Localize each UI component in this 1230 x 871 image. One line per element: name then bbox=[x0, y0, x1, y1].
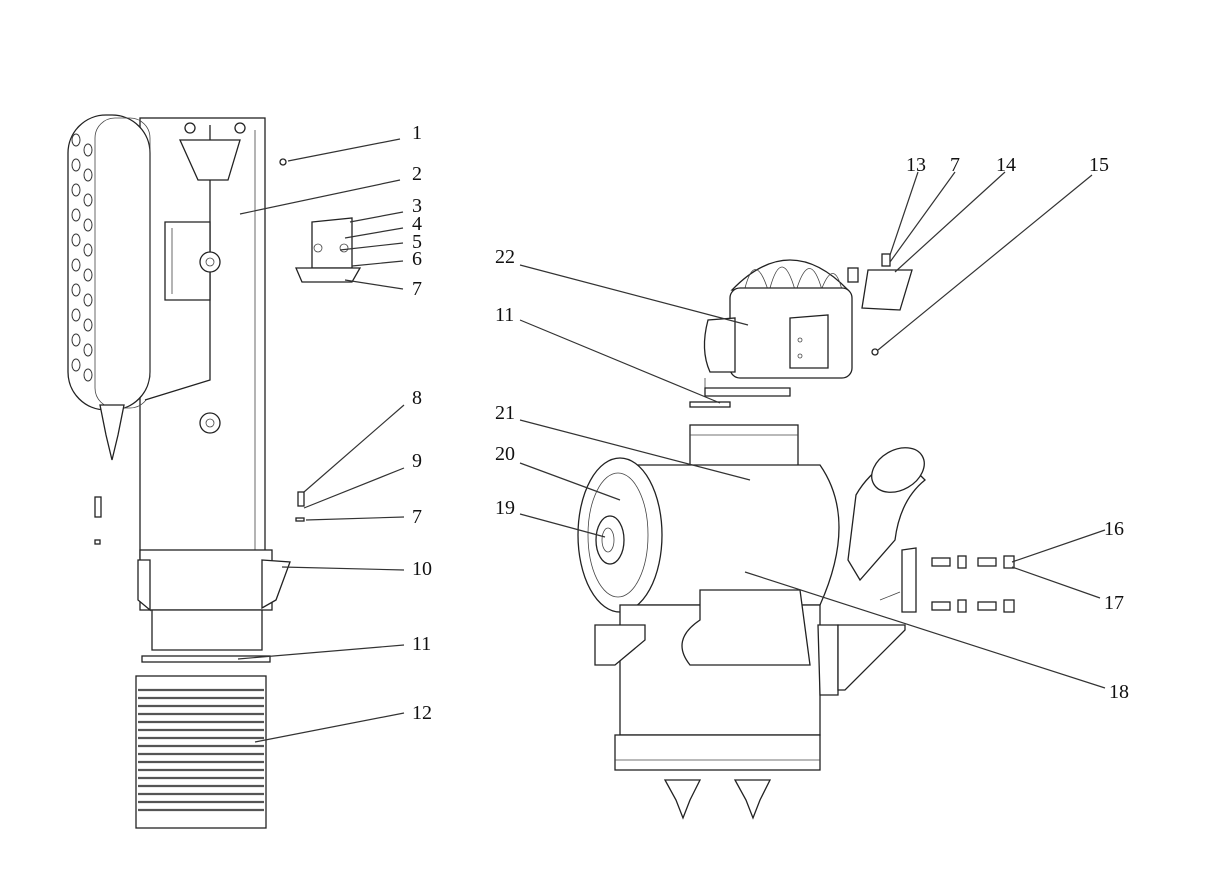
gasket-11-right bbox=[689, 401, 731, 408]
callout-22: 22 bbox=[495, 246, 515, 268]
callout-4: 4 bbox=[412, 213, 422, 235]
bolt-row-lower bbox=[931, 599, 1015, 613]
top-bracket bbox=[178, 139, 241, 181]
washer-7 bbox=[295, 517, 305, 522]
callout-13: 13 bbox=[906, 154, 926, 176]
bolt-8 bbox=[297, 491, 305, 507]
callout-5: 5 bbox=[412, 231, 422, 253]
cover-knob bbox=[595, 515, 625, 565]
callout-10: 10 bbox=[412, 558, 432, 580]
right-assembly bbox=[577, 253, 1015, 820]
callout-18: 18 bbox=[1109, 681, 1129, 703]
drain-valve-right bbox=[733, 779, 772, 820]
callout-11-b: 11 bbox=[495, 304, 514, 326]
callout-3: 3 bbox=[412, 195, 422, 217]
loose-washer bbox=[94, 539, 101, 545]
callout-7-b: 7 bbox=[412, 506, 422, 528]
mounting-bracket bbox=[901, 547, 917, 613]
callout-17: 17 bbox=[1104, 592, 1124, 614]
screw-15 bbox=[871, 348, 879, 356]
callout-labels: 1 2 3 4 5 6 7 8 9 7 10 11 12 13 7 14 15 … bbox=[412, 122, 1129, 724]
bottom-ring bbox=[614, 734, 821, 771]
washer-7-top bbox=[881, 253, 891, 267]
callout-2: 2 bbox=[412, 163, 422, 185]
drain-valve-left bbox=[663, 779, 702, 820]
callout-9: 9 bbox=[412, 450, 422, 472]
bolt-row-upper bbox=[931, 555, 1015, 569]
leader-lines bbox=[237, 138, 1106, 743]
plate-14 bbox=[861, 269, 913, 311]
callout-11-a: 11 bbox=[412, 633, 431, 655]
callout-12: 12 bbox=[412, 702, 432, 724]
callout-21: 21 bbox=[495, 402, 515, 424]
callout-6: 6 bbox=[412, 248, 422, 270]
fastener-1 bbox=[279, 158, 287, 166]
callout-1: 1 bbox=[412, 122, 422, 144]
callout-7-a: 7 bbox=[412, 278, 422, 300]
bellows-ribs bbox=[138, 688, 264, 812]
bolt-13 bbox=[847, 267, 859, 283]
callout-8: 8 bbox=[412, 387, 422, 409]
callout-14: 14 bbox=[996, 154, 1016, 176]
callout-15: 15 bbox=[1089, 154, 1109, 176]
dust-valve bbox=[99, 404, 125, 461]
callout-7-c: 7 bbox=[950, 154, 960, 176]
clamp-bracket bbox=[311, 217, 353, 269]
callout-16: 16 bbox=[1104, 518, 1124, 540]
perforation-holes bbox=[71, 133, 93, 382]
callout-20: 20 bbox=[495, 443, 515, 465]
loose-bolt bbox=[94, 496, 102, 518]
callout-19: 19 bbox=[495, 497, 515, 519]
gasket-11 bbox=[141, 655, 271, 663]
left-assembly bbox=[67, 114, 362, 829]
